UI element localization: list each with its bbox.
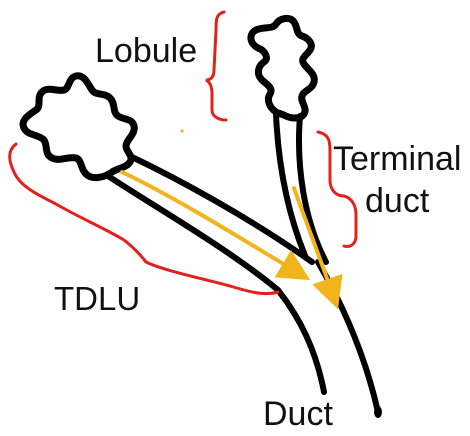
terminal-duct-label-line1: Terminal xyxy=(333,140,461,178)
left-lobule-outline xyxy=(23,76,134,178)
right-lobule-outline xyxy=(251,18,314,118)
tdlu-bracket xyxy=(10,144,278,294)
main-duct-right-wall xyxy=(318,262,378,412)
duct-end-tip xyxy=(374,406,382,418)
tdlu-label: TDLU xyxy=(54,280,140,317)
left-branch-flow-arrow xyxy=(122,172,300,274)
duct-label: Duct xyxy=(263,395,333,433)
terminal-duct-label-line2: duct xyxy=(365,182,430,220)
main-duct-left-wall xyxy=(278,290,324,392)
lobule-bracket xyxy=(206,12,226,120)
speck-dot xyxy=(180,129,183,132)
lobule-label: Lobule xyxy=(95,32,197,70)
left-branch-lower-wall xyxy=(108,176,278,290)
